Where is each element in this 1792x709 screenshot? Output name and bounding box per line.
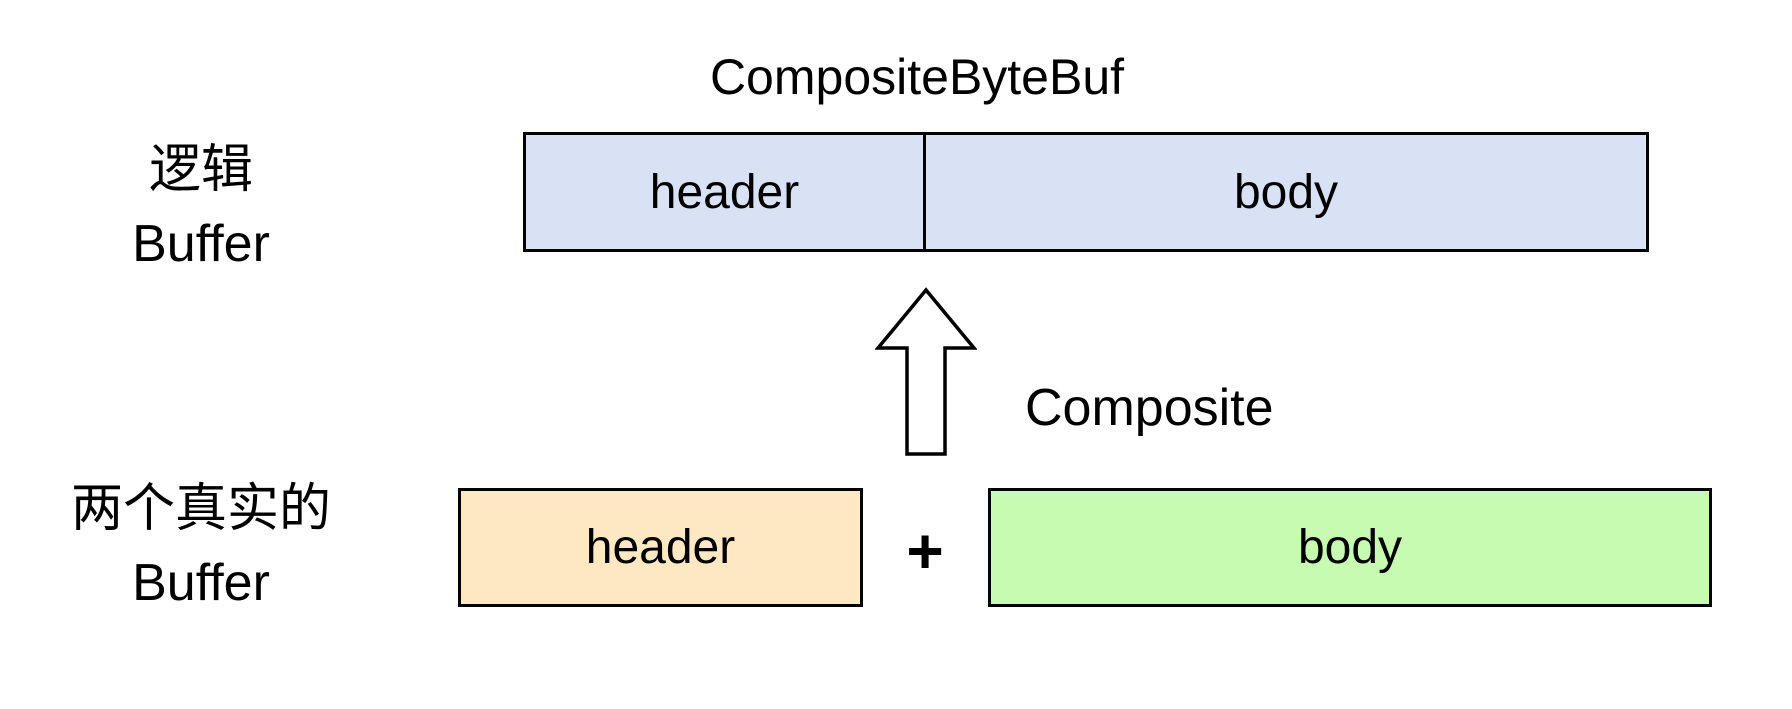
physical-buffers-label: 两个真实的 Buffer	[40, 472, 362, 620]
composite-operation-label: Composite	[1025, 379, 1274, 437]
composite-header-cell-label: header	[649, 165, 800, 219]
composite-header-cell: header	[526, 135, 926, 249]
physical-buffers-label-line1: 两个真实的	[70, 480, 331, 538]
real-header-buffer-box: header	[458, 488, 863, 607]
logical-buffer-label: 逻辑 Buffer	[51, 133, 351, 281]
plus-sign: +	[906, 515, 944, 587]
logical-buffer-label-line2: Buffer	[132, 215, 270, 273]
composite-body-cell: body	[926, 135, 1646, 249]
physical-buffers-label-line2: Buffer	[132, 554, 270, 612]
composite-buffer-box: header body	[523, 132, 1649, 252]
diagram-title: CompositeByteBuf	[709, 49, 1125, 105]
real-header-buffer-label: header	[585, 521, 736, 574]
real-body-buffer-label: body	[1297, 521, 1403, 574]
up-arrow-icon	[874, 287, 978, 457]
composite-body-cell-label: body	[1233, 165, 1339, 219]
logical-buffer-label-line1: 逻辑	[148, 141, 253, 199]
real-body-buffer-box: body	[988, 488, 1712, 607]
